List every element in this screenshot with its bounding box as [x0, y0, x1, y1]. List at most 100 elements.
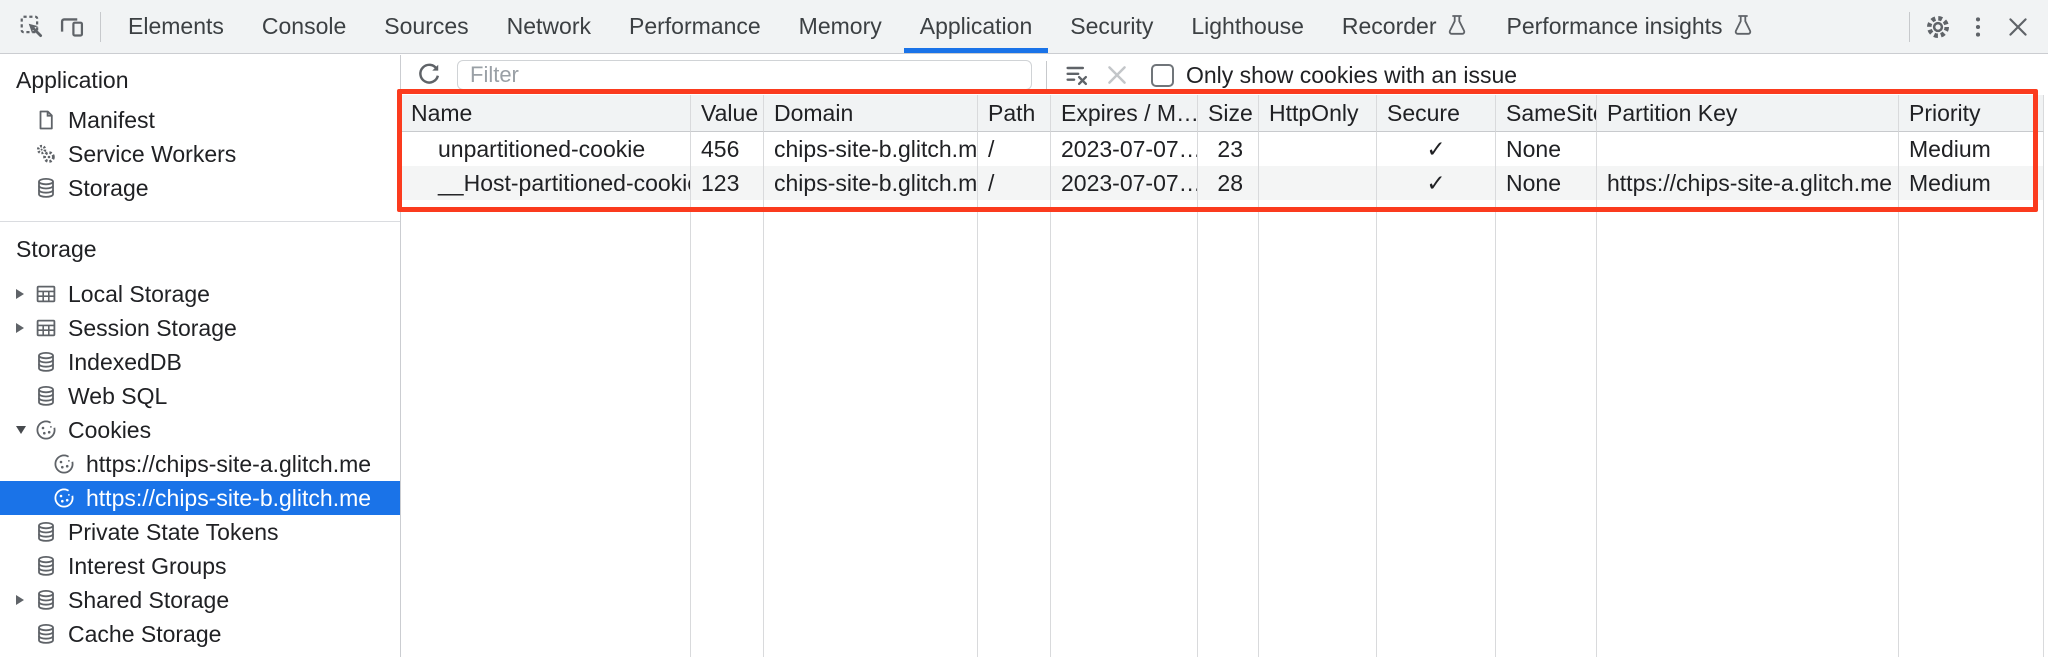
- cookie-row-cell-value[interactable]: 456: [691, 132, 764, 166]
- cookie-row-cell-size[interactable]: 23: [1198, 132, 1259, 166]
- sidebar-section-application: Application Manifest Service Workers: [0, 55, 400, 205]
- sidebar-item-shared-storage[interactable]: Shared Storage: [0, 583, 400, 617]
- tab-console[interactable]: Console: [261, 13, 347, 39]
- refresh-icon: [415, 61, 443, 89]
- device-toolbar-button[interactable]: [52, 7, 92, 47]
- sidebar-item-session-storage[interactable]: Session Storage: [0, 311, 400, 345]
- column-header-value[interactable]: Value: [691, 95, 764, 132]
- cookie-row-cell-priority[interactable]: Medium: [1899, 132, 2044, 166]
- cookie-row-cell-expires[interactable]: 2023-07-07…: [1051, 132, 1198, 166]
- column-header-name[interactable]: Name: [401, 95, 691, 132]
- cookie-row-cell-samesite[interactable]: None: [1496, 132, 1597, 166]
- column-header-httponly[interactable]: HttpOnly: [1259, 95, 1377, 132]
- sidebar-item-cookies-chips-site-b[interactable]: https://chips-site-b.glitch.me: [0, 481, 400, 515]
- cookie-row-cell-path[interactable]: /: [978, 166, 1051, 200]
- cookie-row-cell-httponly[interactable]: [1259, 132, 1377, 166]
- tab-lighthouse[interactable]: Lighthouse: [1191, 13, 1304, 39]
- database-icon: [33, 621, 59, 647]
- flask-icon: [1731, 13, 1755, 43]
- database-icon: [33, 349, 59, 375]
- empty-grid-cell: [1259, 200, 1377, 657]
- cookie-row-cell-size[interactable]: 28: [1198, 166, 1259, 200]
- document-icon: [33, 107, 59, 133]
- cookie-row-cell-value[interactable]: 123: [691, 166, 764, 200]
- cookie-row-cell-httponly[interactable]: [1259, 166, 1377, 200]
- more-options-button[interactable]: [1958, 7, 1998, 47]
- gear-icon: [1923, 12, 1953, 42]
- sidebar-item-web-sql[interactable]: Web SQL: [0, 379, 400, 413]
- cookie-row-cell-name[interactable]: __Host-partitioned-cookie: [401, 166, 691, 200]
- tab-network[interactable]: Network: [506, 13, 591, 39]
- cookie-row-cell-samesite[interactable]: None: [1496, 166, 1597, 200]
- section-title-storage: Storage: [16, 235, 97, 262]
- delete-x-icon: [1103, 61, 1131, 89]
- chevron-right-icon[interactable]: [16, 595, 24, 605]
- tab-application[interactable]: Application: [901, 0, 1052, 53]
- column-header-samesite[interactable]: SameSite: [1496, 95, 1597, 132]
- cookie-icon: [51, 485, 77, 511]
- devtools-tabbar: Elements Console Sources Network Perform…: [0, 0, 2048, 54]
- sidebar-item-cache-storage[interactable]: Cache Storage: [0, 617, 400, 651]
- filter-input[interactable]: [457, 60, 1032, 90]
- chevron-right-icon[interactable]: [16, 289, 24, 299]
- inspect-element-button[interactable]: [12, 7, 52, 47]
- sidebar-item-service-workers[interactable]: Service Workers: [0, 137, 400, 171]
- chevron-down-icon[interactable]: [16, 426, 26, 434]
- cookie-row-cell-path[interactable]: /: [978, 132, 1051, 166]
- device-toolbar-icon: [58, 13, 86, 41]
- refresh-button[interactable]: [409, 55, 449, 95]
- database-icon: [33, 175, 59, 201]
- column-header-secure[interactable]: Secure: [1377, 95, 1496, 132]
- cookie-row-cell-expires[interactable]: 2023-07-07…: [1051, 166, 1198, 200]
- empty-grid-cell: [401, 200, 691, 657]
- database-icon: [33, 519, 59, 545]
- cookie-row-cell-secure[interactable]: ✓: [1377, 132, 1496, 166]
- cookie-row-cell-domain[interactable]: chips-site-b.glitch.me: [764, 132, 978, 166]
- panel-tabs: Elements Console Sources Network Perform…: [109, 0, 1774, 53]
- empty-grid-cell: [1051, 200, 1198, 657]
- tab-security[interactable]: Security: [1070, 13, 1154, 39]
- tab-performance-insights[interactable]: Performance insights: [1488, 0, 1774, 53]
- only-issue-cookies-label[interactable]: Only show cookies with an issue: [1186, 61, 1518, 88]
- cookie-row-cell-domain[interactable]: chips-site-b.glitch.me: [764, 166, 978, 200]
- chevron-right-icon[interactable]: [16, 323, 24, 333]
- section-title-application: Application: [16, 66, 129, 93]
- tab-memory[interactable]: Memory: [798, 13, 882, 39]
- cookie-row-cell-partition-key[interactable]: https://chips-site-a.glitch.me: [1597, 166, 1899, 200]
- sidebar-item-indexeddb[interactable]: IndexedDB: [0, 345, 400, 379]
- column-header-expires[interactable]: Expires / M…: [1051, 95, 1198, 132]
- cookie-row-cell-priority[interactable]: Medium: [1899, 166, 2044, 200]
- settings-button[interactable]: [1918, 7, 1958, 47]
- close-devtools-button[interactable]: [1998, 7, 2038, 47]
- cookie-row-cell-partition-key[interactable]: [1597, 132, 1899, 166]
- cookie-icon: [33, 417, 59, 443]
- column-header-path[interactable]: Path: [978, 95, 1051, 132]
- clear-filter-button[interactable]: [1057, 55, 1097, 95]
- database-icon: [33, 587, 59, 613]
- sidebar-item-interest-groups[interactable]: Interest Groups: [0, 549, 400, 583]
- service-workers-icon: [33, 141, 59, 167]
- empty-grid-cell: [764, 200, 978, 657]
- cookie-icon: [51, 451, 77, 477]
- sidebar-item-private-state-tokens[interactable]: Private State Tokens: [0, 515, 400, 549]
- column-header-priority[interactable]: Priority: [1899, 95, 2044, 132]
- cookie-row-cell-name[interactable]: unpartitioned-cookie: [401, 132, 691, 166]
- sidebar-item-storage[interactable]: Storage: [0, 171, 400, 205]
- cookie-row-cell-secure[interactable]: ✓: [1377, 166, 1496, 200]
- sidebar-item-manifest[interactable]: Manifest: [0, 103, 400, 137]
- column-header-size[interactable]: Size: [1198, 95, 1259, 132]
- more-menu-icon: [1965, 14, 1991, 40]
- tab-recorder[interactable]: Recorder: [1323, 0, 1488, 53]
- tab-elements[interactable]: Elements: [128, 13, 224, 39]
- tab-sources[interactable]: Sources: [384, 13, 469, 39]
- sidebar-item-cookies[interactable]: Cookies: [0, 413, 400, 447]
- tab-performance[interactable]: Performance: [629, 13, 761, 39]
- sidebar-item-local-storage[interactable]: Local Storage: [0, 277, 400, 311]
- column-header-domain[interactable]: Domain: [764, 95, 978, 132]
- filter-clear-icon: [1063, 61, 1091, 89]
- delete-cookie-button[interactable]: [1097, 55, 1137, 95]
- toolbar-separator: [1046, 61, 1047, 89]
- sidebar-item-cookies-chips-site-a[interactable]: https://chips-site-a.glitch.me: [0, 447, 400, 481]
- only-issue-cookies-checkbox[interactable]: [1151, 63, 1174, 87]
- column-header-partition-key[interactable]: Partition Key: [1597, 95, 1899, 132]
